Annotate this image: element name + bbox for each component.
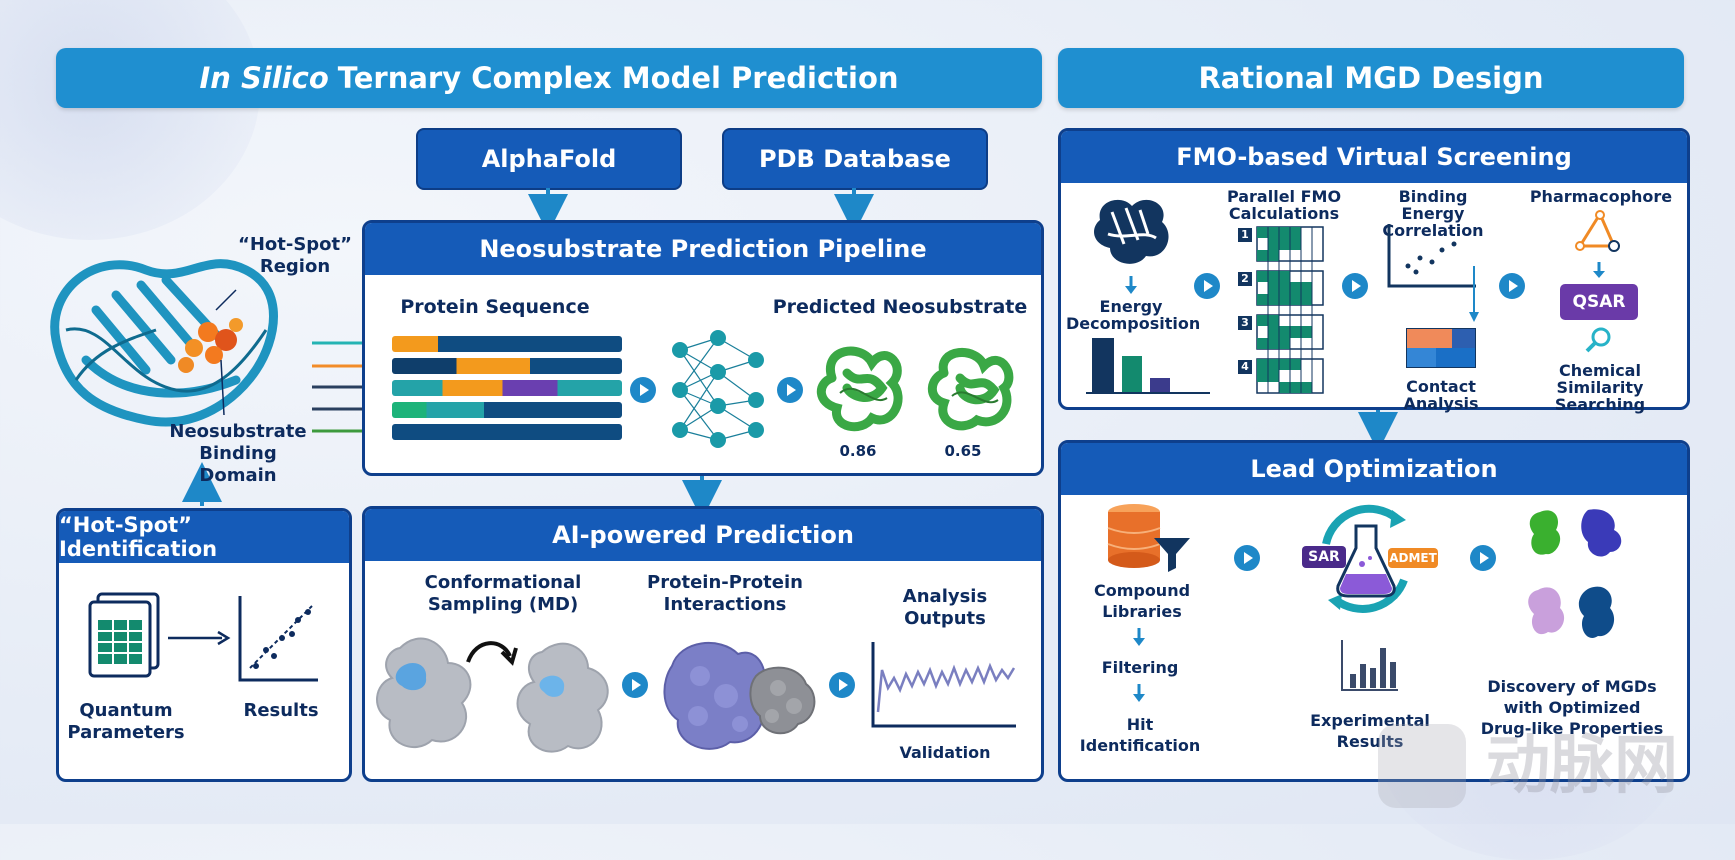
conformational-sampling-label: Conformational Sampling (MD) [424, 572, 582, 615]
watermark-text: 动脉网 [1486, 729, 1678, 803]
hit-identification-label: Hit Identification [1079, 715, 1201, 755]
results-label: Results [243, 700, 319, 721]
magnifier-icon [1585, 327, 1611, 353]
compound-libraries-label: Compound Libraries [1093, 581, 1191, 621]
panel-title: Lead Optimization [1061, 443, 1687, 495]
panel-title: Neosubstrate Prediction Pipeline [365, 223, 1041, 275]
ppi-label: Protein-Protein Interactions [647, 572, 803, 615]
sequence-bar [392, 358, 622, 374]
protein-surface-image [516, 642, 609, 753]
predicted-neosubstrate-label: Predicted Neosubstrate [772, 296, 1028, 318]
arrow-down-icon [1133, 628, 1145, 646]
grid-number: 2 [1238, 272, 1252, 286]
energy-bar-chart-icon [1086, 338, 1210, 394]
protein-complex-image [663, 641, 816, 750]
discovery-label: Discovery of MGDs with Optimized Drug-li… [1480, 677, 1664, 738]
arrow-right-icon [1342, 273, 1368, 299]
parallel-fmo-label: Parallel FMO Calculations [1226, 187, 1342, 223]
validation-label: Validation [899, 743, 991, 762]
sar-badge: SAR [1302, 546, 1346, 568]
pdb-database-box: PDB Database [722, 128, 988, 190]
binding-domain-label: Neosubstrate Binding Domain [169, 421, 307, 486]
watermark-logo [1378, 724, 1466, 808]
filtering-label: Filtering [1101, 658, 1179, 677]
arrow-right-icon [777, 377, 803, 403]
panel-title: AI-powered Prediction [365, 509, 1041, 561]
sequence-bar [392, 336, 622, 352]
correlation-plot-icon [1387, 224, 1479, 322]
arrow-down-icon [1125, 276, 1137, 294]
scatter-plot-icon [238, 596, 318, 682]
analysis-outputs-label: Analysis Outputs [902, 586, 988, 629]
ternary-complex-banner: In Silico Ternary Complex Model Predicti… [56, 48, 1042, 108]
chemical-similarity-label: Chemical Similarity Searching [1554, 361, 1646, 414]
arrow-right-icon [1470, 545, 1496, 571]
sar-admet-flask-icon [1322, 504, 1408, 613]
pharmacophore-label: Pharmacophore [1529, 187, 1673, 206]
admet-badge: ADMET [1388, 548, 1438, 568]
grid-number: 4 [1238, 360, 1252, 374]
sequence-bar [392, 380, 622, 396]
arrow-right-icon [1499, 273, 1525, 299]
protein-sequence-label: Protein Sequence [400, 296, 590, 318]
sequence-bar [392, 402, 622, 418]
alphafold-box: AlphaFold [416, 128, 682, 190]
grid-number: 3 [1238, 316, 1252, 330]
arrow-right-icon [1234, 545, 1260, 571]
banner-italic-text: In Silico [199, 61, 329, 95]
experimental-bar-chart-icon [1341, 640, 1398, 691]
database-icon [1107, 504, 1190, 572]
arrow-down-icon [1133, 684, 1145, 702]
analysis-line-chart-icon [871, 642, 1016, 728]
quantum-parameters-label: Quantum Parameters [67, 700, 185, 743]
binding-energy-label: Binding Energy Correlation [1382, 187, 1484, 240]
panel-title: FMO-based Virtual Screening [1061, 131, 1687, 183]
qsar-badge: QSAR [1560, 284, 1638, 320]
contact-heatmap-icon [1406, 328, 1476, 368]
banner-text: Ternary Complex Model Prediction [337, 61, 899, 95]
protein-outline-icon [1094, 199, 1169, 264]
banner-text: Rational MGD Design [1198, 61, 1544, 95]
protein-surface-image [376, 637, 472, 749]
rotate-arrow-icon [466, 641, 518, 666]
arrow-right-icon [622, 672, 648, 698]
sequence-bar [392, 424, 622, 440]
protein-ribbon-image [50, 259, 278, 427]
prediction-score: 0.65 [944, 442, 982, 460]
hotspot-region-label: “Hot-Spot” Region [238, 234, 352, 277]
predicted-protein-image [816, 346, 903, 432]
pharmacophore-icon [1575, 210, 1620, 252]
fmo-grid-icon [1256, 226, 1324, 394]
panel-title: “Hot-Spot” Identification [59, 511, 349, 563]
arrow-right-icon [168, 630, 231, 646]
predicted-protein-image [927, 348, 1014, 431]
molecule-blobs-image [1528, 509, 1622, 638]
prediction-score: 0.86 [839, 442, 877, 460]
rational-mgd-banner: Rational MGD Design [1058, 48, 1684, 108]
energy-decomposition-label: Energy Decomposition [1066, 297, 1201, 333]
experimental-results-label: Experimental Results [1310, 711, 1430, 751]
contact-analysis-label: Contact Analysis [1403, 377, 1479, 413]
neural-network-icon [672, 330, 764, 448]
fmo-virtual-screening-panel: FMO-based Virtual Screening [1058, 128, 1690, 410]
grid-number: 1 [1238, 228, 1252, 242]
arrow-right-icon [630, 377, 656, 403]
arrow-down-icon [1593, 262, 1605, 278]
arrow-right-icon [829, 672, 855, 698]
spreadsheet-icon [88, 592, 160, 678]
arrow-right-icon [1194, 273, 1220, 299]
